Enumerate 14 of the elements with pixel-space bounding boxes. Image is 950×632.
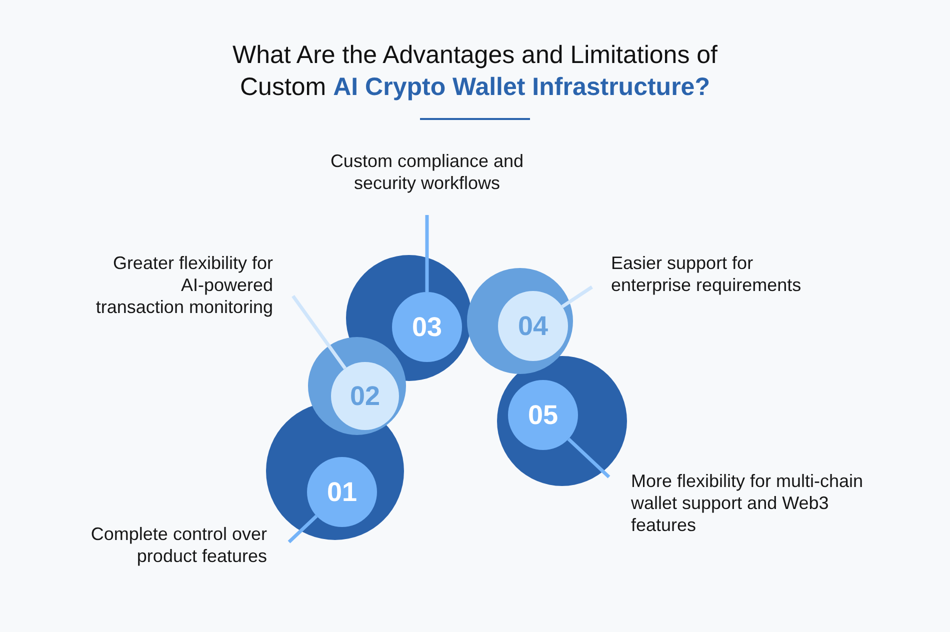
leader-line (292, 294, 347, 370)
step-number: 05 (528, 402, 558, 428)
step-number: 04 (518, 312, 548, 340)
title: What Are the Advantages and Limitations of Custom AI Crypto Wallet Infrastructure? (231, 40, 719, 103)
leader-line (561, 286, 593, 308)
feature-text: More flexibility for multi-chain wallet support and Web3 features (631, 470, 864, 536)
feature-text: Easier support for enterprise requirements (611, 252, 802, 296)
leader-line (425, 215, 429, 292)
step-number: 02 (350, 382, 380, 410)
feature-text: Complete control over product features (90, 523, 267, 567)
step-number: 01 (326, 478, 358, 506)
feature-text: Custom compliance and security workflows (329, 150, 525, 194)
feature-text: Greater flexibility for AI-powered transaction monitoring (94, 252, 273, 318)
step-number: 03 (412, 314, 442, 340)
